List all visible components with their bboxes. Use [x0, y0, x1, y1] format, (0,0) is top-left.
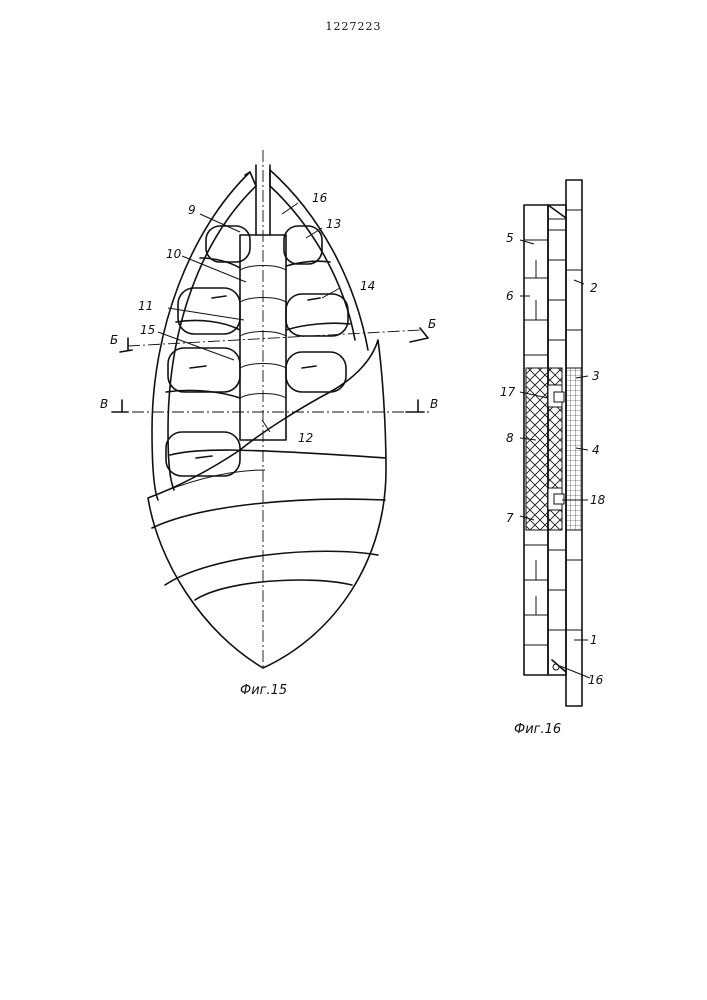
cushion	[168, 348, 240, 392]
label: 7	[506, 511, 514, 525]
cushion	[286, 352, 346, 392]
section-mark: Б	[110, 333, 118, 347]
label: 12	[298, 431, 313, 445]
label: 6	[506, 289, 514, 303]
label: 15	[140, 323, 155, 337]
label: 4	[592, 443, 600, 457]
label: 10	[166, 247, 182, 261]
figure-caption: Фиг.15	[240, 683, 287, 698]
label: 17	[500, 385, 516, 399]
label: 16	[588, 673, 604, 687]
label: 1	[590, 633, 598, 647]
figure-15: 9 10 11 15 16 13 14 12 Б Б В В Фиг.15	[100, 150, 438, 698]
section-mark: В	[430, 397, 438, 411]
label: 2	[590, 281, 598, 295]
label: 18	[590, 493, 606, 507]
front-skin	[148, 340, 386, 668]
section-mark: В	[100, 397, 108, 411]
figure-caption: Фиг.16	[514, 722, 561, 737]
label: 16	[312, 191, 328, 205]
label: 14	[360, 279, 375, 293]
cushion	[286, 294, 348, 336]
figure-16: 5 6 17 8 7 2 3 4 18 1 16 Фиг.16	[500, 180, 606, 737]
section-mark: Б	[428, 317, 436, 331]
label: 5	[506, 231, 514, 245]
shell-inner	[168, 186, 256, 490]
label: 11	[138, 299, 153, 313]
label: 9	[188, 203, 196, 217]
label: 3	[592, 369, 600, 383]
label: 8	[506, 431, 514, 445]
label: 13	[326, 217, 341, 231]
